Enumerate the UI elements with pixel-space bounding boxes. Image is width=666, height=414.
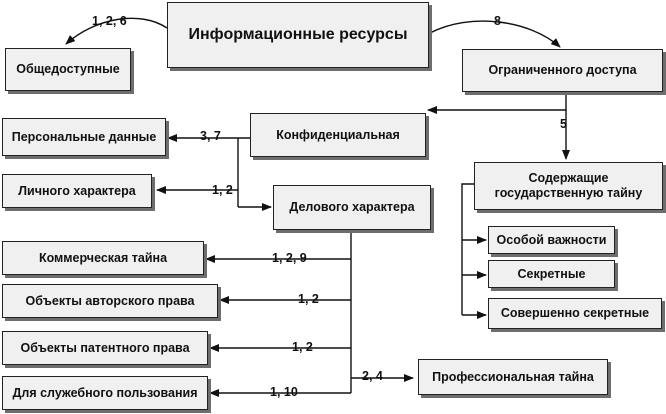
edge-label-business-official: 1, 10 (270, 385, 298, 399)
node-special-importance: Особой важности (488, 226, 615, 254)
edge-label-business-commercial: 1, 2, 9 (272, 251, 307, 265)
edge-label-business-patent: 1, 2 (292, 340, 313, 354)
node-confidential: Конфиденциальная (250, 113, 426, 157)
node-official-use: Для служебного пользования (2, 376, 208, 410)
edge-label-business-professional: 2, 4 (362, 369, 383, 383)
edge-label-business-copyright: 1, 2 (298, 292, 319, 306)
node-commercial-secret: Коммерческая тайна (2, 241, 204, 275)
node-personal-data: Персональные данные (2, 118, 166, 156)
node-copyright: Объекты авторского права (2, 284, 218, 318)
edge-label-confidential-personal-nature: 1, 2 (212, 183, 233, 197)
node-public: Общедоступные (5, 48, 131, 91)
node-patent: Объекты патентного права (2, 331, 208, 365)
edge-label-root-restricted: 8 (494, 14, 501, 28)
edge-root-restricted (429, 20, 561, 48)
edge-label-confidential-personal-data: 3, 7 (200, 129, 221, 143)
edge-label-root-public: 1, 2, 6 (92, 14, 127, 28)
node-root: Информационные ресурсы (167, 2, 429, 68)
node-business: Делового характера (273, 185, 431, 230)
edge-root-public (65, 17, 168, 45)
edge-state-trunk (461, 183, 474, 315)
node-restricted: Ограниченного доступа (462, 49, 663, 92)
node-professional-secret: Профессиональная тайна (418, 359, 608, 395)
node-state-secret: Содержащие государственную тайну (474, 162, 663, 210)
node-secret: Секретные (488, 260, 615, 288)
node-top-secret: Совершенно секретные (488, 298, 662, 329)
edge-restricted-confidential (427, 92, 567, 114)
edge-label-restricted-state: 5 (560, 117, 567, 131)
node-personal-nature: Личного характера (2, 174, 152, 208)
